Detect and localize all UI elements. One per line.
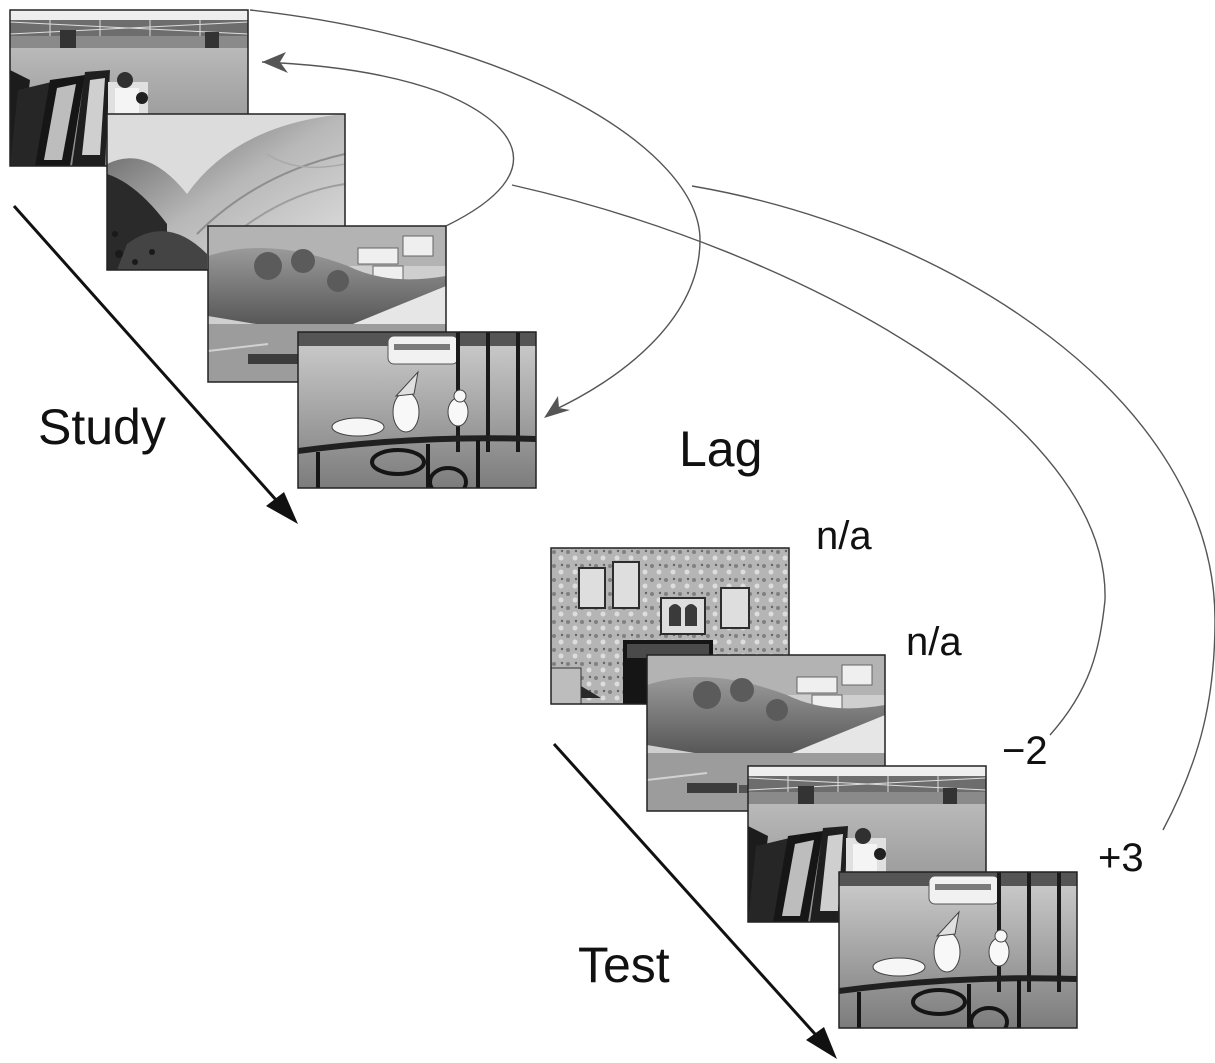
lag-value-test-4: +3 (1098, 836, 1144, 880)
lag-arcs (249, 9, 1215, 831)
lag-arc-river-to-gulls (249, 9, 701, 413)
lag-arc-village-to-river (261, 61, 515, 227)
test-label: Test (578, 937, 670, 993)
test-photo-4 (838, 871, 1078, 1029)
study-photo-4 (297, 331, 537, 489)
arc-arrowhead-river (262, 52, 288, 73)
study-direction-arrow (12, 205, 298, 524)
lag-value-test-1: n/a (816, 514, 872, 558)
lag-value-test-3: −2 (1002, 729, 1048, 773)
lag-arc-plus-3 (691, 185, 1215, 831)
test-photo-stack (550, 547, 1078, 1029)
study-label: Study (38, 399, 166, 455)
study-arrowhead (266, 492, 298, 524)
lag-title: Lag (679, 421, 763, 477)
study-photo-stack (9, 9, 537, 489)
lag-arc-minus-2 (511, 184, 1106, 736)
test-direction-arrow (552, 742, 837, 1059)
test-arrowhead (806, 1027, 837, 1059)
lag-value-test-2: n/a (906, 620, 962, 664)
arc-arrowhead-gulls (544, 396, 570, 418)
